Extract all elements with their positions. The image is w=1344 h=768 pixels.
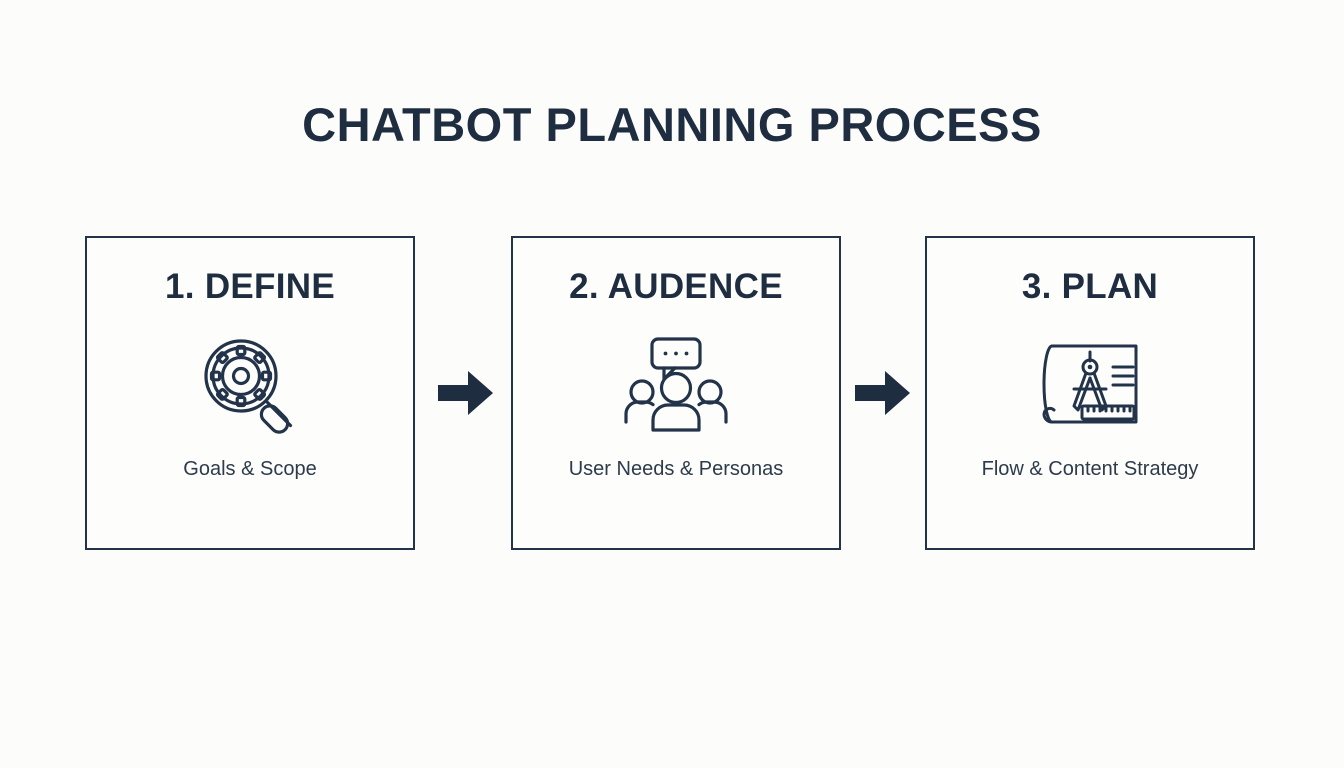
process-step-card-2[interactable]: 2. AUDENCE — [511, 236, 841, 550]
audience-group-icon — [620, 334, 732, 436]
process-steps-row: 1. DEFINE — [0, 236, 1344, 550]
step-caption: Flow & Content Strategy — [981, 458, 1199, 480]
step-heading: 2. AUDENCE — [569, 267, 783, 306]
arrow-right-1-icon — [438, 370, 494, 416]
arrow-right-2-icon — [855, 370, 911, 416]
step-heading: 1. DEFINE — [165, 267, 335, 306]
step-heading: 3. PLAN — [1021, 267, 1159, 306]
blueprint-compass-icon — [1034, 334, 1146, 436]
magnifier-gear-icon — [194, 334, 306, 436]
page-title: CHATBOT PLANNING PROCESS — [302, 98, 1042, 151]
process-step-card-1[interactable]: 1. DEFINE — [85, 236, 415, 550]
step-caption: User Needs & Personas — [568, 458, 784, 480]
process-step-card-3[interactable]: 3. PLAN — [925, 236, 1255, 550]
step-caption: Goals & Scope — [183, 458, 317, 480]
